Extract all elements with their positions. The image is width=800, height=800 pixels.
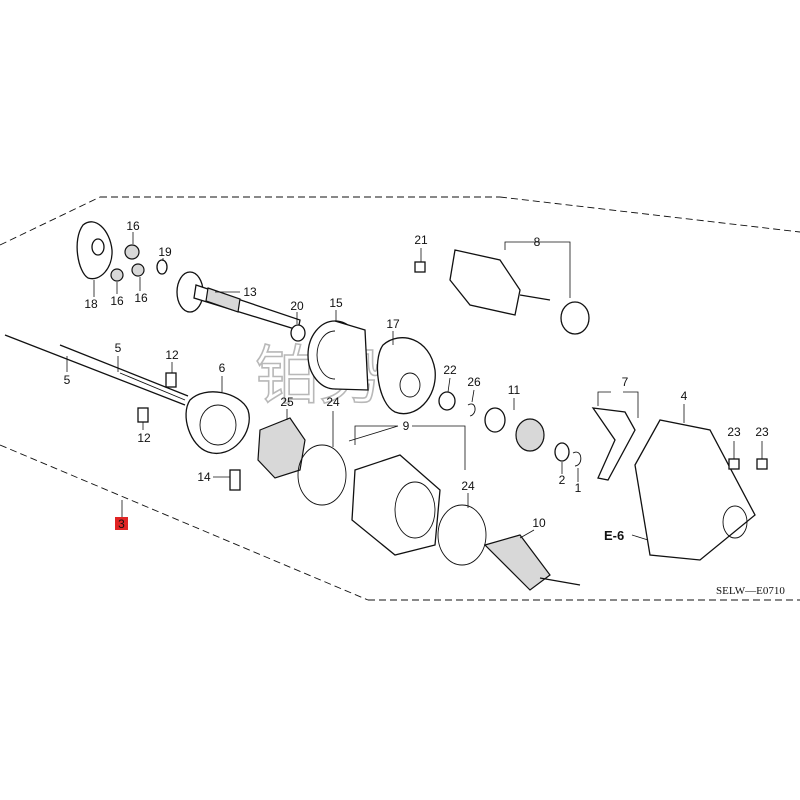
callout-1: 1 [575, 481, 582, 495]
callout-11: 11 [508, 383, 521, 397]
callout-7: 7 [622, 375, 629, 389]
part-26-clip [467, 403, 476, 417]
part-19-washer [156, 259, 168, 275]
callout-21: 21 [414, 233, 428, 247]
part-25-brush-holder [257, 417, 306, 479]
part-7-lever [591, 407, 636, 481]
part-23-nuts [728, 458, 768, 470]
callout-3: 3 [118, 517, 125, 531]
callout-15: 15 [329, 296, 343, 310]
callout-19: 19 [158, 245, 172, 259]
callout-24: 24 [326, 395, 340, 409]
callout-25: 25 [280, 395, 294, 409]
part-15-housing [307, 320, 369, 391]
callout-12: 12 [165, 348, 179, 362]
callout-9: 9 [403, 419, 410, 433]
callout-5: 5 [64, 373, 71, 387]
callout-6: 6 [219, 361, 226, 375]
callout-26: 26 [467, 375, 481, 389]
part-17-housing [376, 337, 436, 415]
part-1-ring [572, 451, 582, 467]
part-4-front-housing [634, 419, 756, 561]
part-11-drive-gear [484, 407, 545, 452]
callout-22: 22 [443, 363, 457, 377]
callout-4: 4 [681, 389, 688, 403]
callout-2: 2 [559, 473, 566, 487]
part-14-screw [229, 469, 241, 491]
callout-12: 12 [137, 431, 151, 445]
part-13-shaft [176, 271, 301, 331]
callouts: 16 19 18 16 16 13 20 15 17 21 8 22 26 11… [64, 219, 769, 530]
part-20-washer [290, 324, 306, 342]
drawing-code: SELW—E0710 [716, 585, 785, 597]
callout-8: 8 [534, 235, 541, 249]
part-16-gears [110, 244, 145, 282]
part-6-end-cover [185, 391, 250, 455]
callout-18: 18 [84, 297, 98, 311]
part-5-through-bolts [4, 334, 189, 406]
part-8-solenoid [449, 249, 590, 335]
dashed-frame [0, 196, 800, 601]
callout-16: 16 [110, 294, 124, 308]
callout-5: 5 [115, 341, 122, 355]
callout-20: 20 [290, 299, 304, 313]
callout-16: 16 [134, 291, 148, 305]
highlight-label-3: 3 [115, 517, 128, 531]
part-24-o-rings [297, 444, 487, 566]
reference-label: E-6 [604, 528, 624, 543]
part-18-plate [76, 221, 113, 280]
callout-13: 13 [243, 285, 257, 299]
part-9-yoke [351, 454, 441, 556]
callout-17: 17 [386, 317, 400, 331]
callout-16: 16 [126, 219, 140, 233]
callout-23: 23 [727, 425, 741, 439]
callout-14: 14 [197, 470, 211, 484]
part-22-washer [438, 391, 456, 411]
callout-23: 23 [755, 425, 769, 439]
callout-24: 24 [461, 479, 475, 493]
part-12-bolts [137, 372, 177, 423]
callout-10: 10 [532, 516, 546, 530]
part-21-nut [414, 261, 426, 273]
part-10-armature [483, 534, 581, 591]
leader-lines [66, 232, 763, 541]
part-2-collar [554, 442, 570, 462]
